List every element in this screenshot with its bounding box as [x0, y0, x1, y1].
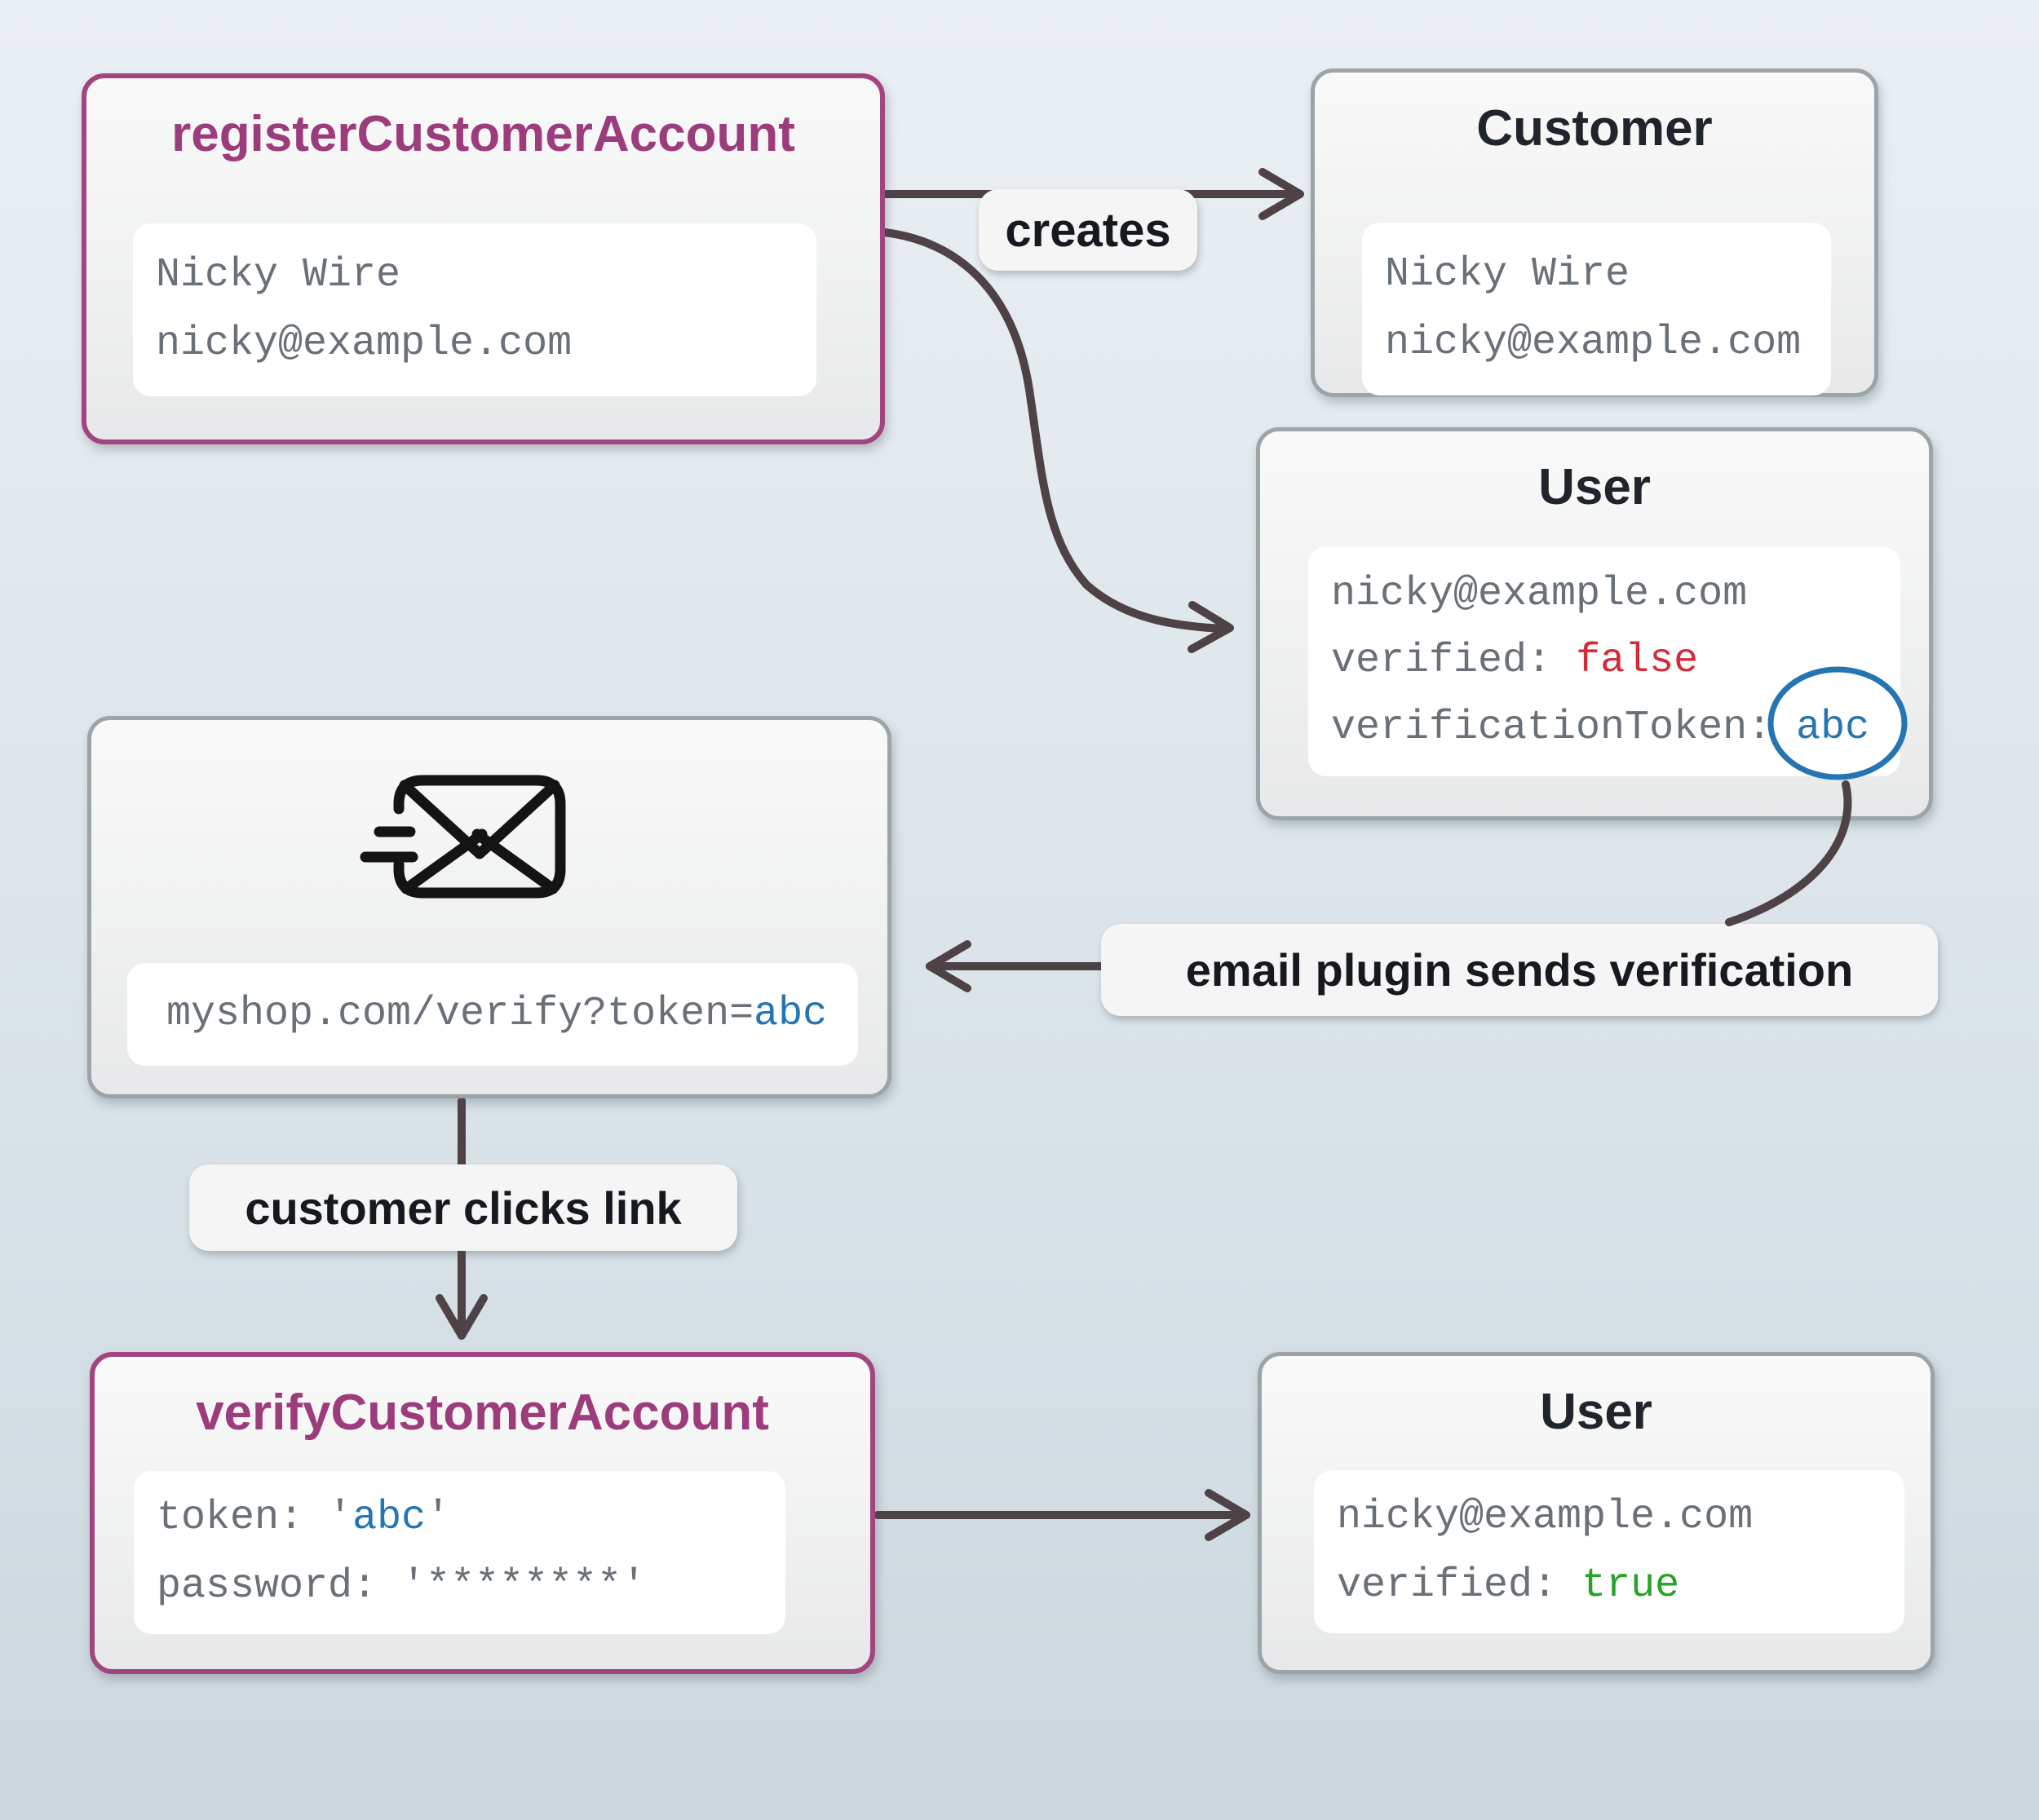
user-unverified-email: nicky@example.com: [1331, 571, 1748, 617]
user-unverified-verified-line: verified: false: [1331, 628, 1900, 695]
verified-value-true: true: [1581, 1562, 1680, 1609]
user-verified-email: nicky@example.com: [1337, 1494, 1754, 1540]
user-verified-verified-line: verified: true: [1337, 1552, 1904, 1620]
verify-password-line: password: '********': [157, 1553, 785, 1621]
user-verified-node: User nicky@example.com verified: true: [1258, 1352, 1935, 1674]
register-node-title: registerCustomerAccount: [171, 106, 795, 162]
password-key: password:: [157, 1563, 402, 1610]
verification-email-node: myshop.com/verify?token=abc: [87, 716, 891, 1098]
verification-url-card: myshop.com/verify?token=abc: [127, 963, 858, 1066]
arrow-creates-user-curve: [881, 228, 1227, 633]
user-unverified-node: User nicky@example.com verified: false v…: [1256, 427, 1933, 820]
register-name-field: Nicky Wire: [156, 252, 401, 298]
verified-value-false: false: [1576, 638, 1699, 684]
verify-customer-account-node: verifyCustomerAccount token: 'abc' passw…: [90, 1352, 875, 1674]
customer-name-field: Nicky Wire: [1385, 251, 1630, 298]
verify-fields-card: token: 'abc' password: '********': [134, 1471, 785, 1634]
edge-label-email-plugin: email plugin sends verification: [1101, 924, 1938, 1016]
user-unverified-fields-card: nicky@example.com verified: false verifi…: [1308, 546, 1900, 776]
verified-key: verified:: [1331, 638, 1577, 684]
customer-node-title: Customer: [1476, 100, 1713, 157]
verification-url-token: abc: [754, 991, 828, 1037]
user-unverified-token-line: verificationToken: abc: [1331, 695, 1900, 762]
verify-node-title: verifyCustomerAccount: [196, 1385, 769, 1441]
register-email-field: nicky@example.com: [156, 320, 573, 367]
customer-email-field: nicky@example.com: [1385, 320, 1802, 366]
register-customer-account-node: registerCustomerAccount Nicky Wire nicky…: [82, 73, 885, 444]
user-verified-fields-card: nicky@example.com verified: true: [1314, 1470, 1904, 1633]
arrow-verify-user-head-icon: [1205, 1489, 1250, 1541]
token-close-quote: ': [426, 1495, 451, 1541]
verification-token-value: abc: [1796, 705, 1870, 751]
token-value: abc: [352, 1495, 427, 1541]
edge-label-creates: creates: [979, 189, 1197, 271]
token-key: token:: [157, 1495, 329, 1541]
register-fields-card: Nicky Wire nicky@example.com: [133, 223, 816, 396]
verification-url-line: myshop.com/verify?token=abc: [166, 980, 858, 1049]
customer-node: Customer Nicky Wire nicky@example.com: [1311, 68, 1878, 397]
verification-token-key: verificationToken:: [1331, 705, 1797, 751]
arrow-creates-head-icon: [1258, 168, 1304, 220]
arrow-clicks-link-head-icon: [436, 1294, 488, 1340]
edge-label-customer-clicks: customer clicks link: [189, 1164, 737, 1251]
customer-fields-card: Nicky Wire nicky@example.com: [1362, 223, 1831, 395]
arrow-creates-user-head-icon: [1188, 601, 1234, 653]
password-value: '********': [401, 1563, 647, 1610]
verified-key: verified:: [1337, 1562, 1582, 1609]
verification-url-prefix: myshop.com/verify?token=: [166, 991, 754, 1037]
mail-send-icon: [359, 769, 573, 906]
verify-token-line: token: 'abc': [157, 1484, 785, 1553]
user-unverified-node-title: User: [1538, 459, 1651, 515]
token-open-quote: ': [328, 1495, 353, 1541]
user-verified-node-title: User: [1540, 1384, 1652, 1440]
arrow-sends-verification-head-icon: [926, 940, 971, 992]
